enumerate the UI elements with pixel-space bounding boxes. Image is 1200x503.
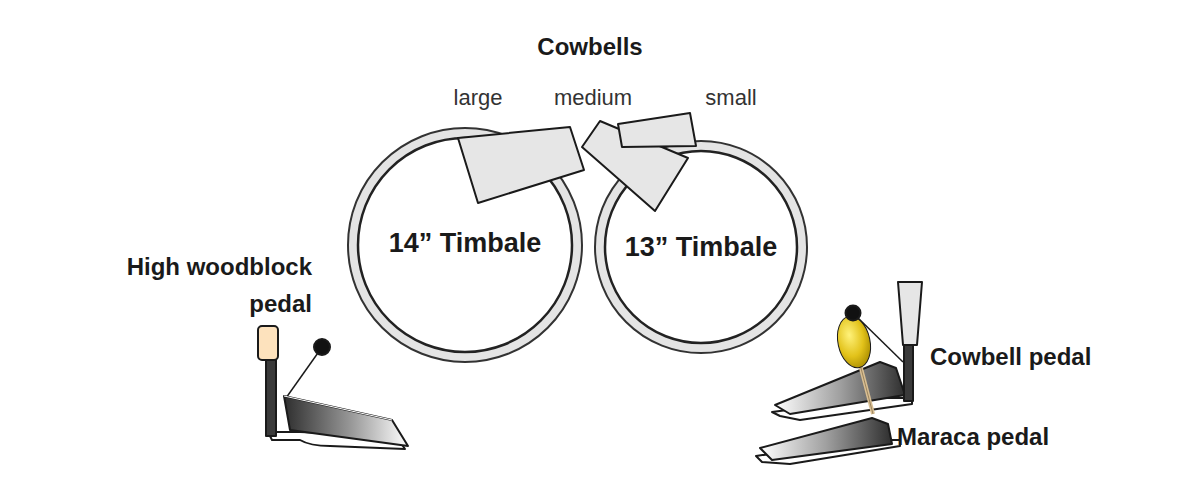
- pedal-label: High woodblock pedal: [112, 248, 312, 322]
- drum-label: 13” Timbale: [593, 232, 809, 263]
- timbale-drum: 14” Timbale: [346, 126, 584, 364]
- cowbell-size: medium: [554, 85, 632, 111]
- drum-label: 14” Timbale: [346, 228, 584, 259]
- pedal-label: Maraca pedal: [897, 423, 1049, 451]
- woodblock-pedal: [258, 326, 408, 449]
- pedal-label: Cowbell pedal: [930, 343, 1091, 371]
- timbale-drum: 13” Timbale: [593, 139, 809, 355]
- small-cowbell: [618, 113, 696, 147]
- large-cowbell: [458, 127, 584, 203]
- medium-cowbell: [582, 121, 688, 211]
- group-heading: Cowbells: [537, 33, 642, 61]
- cowbell-size: large: [454, 85, 503, 111]
- cowbell-size: small: [705, 85, 756, 111]
